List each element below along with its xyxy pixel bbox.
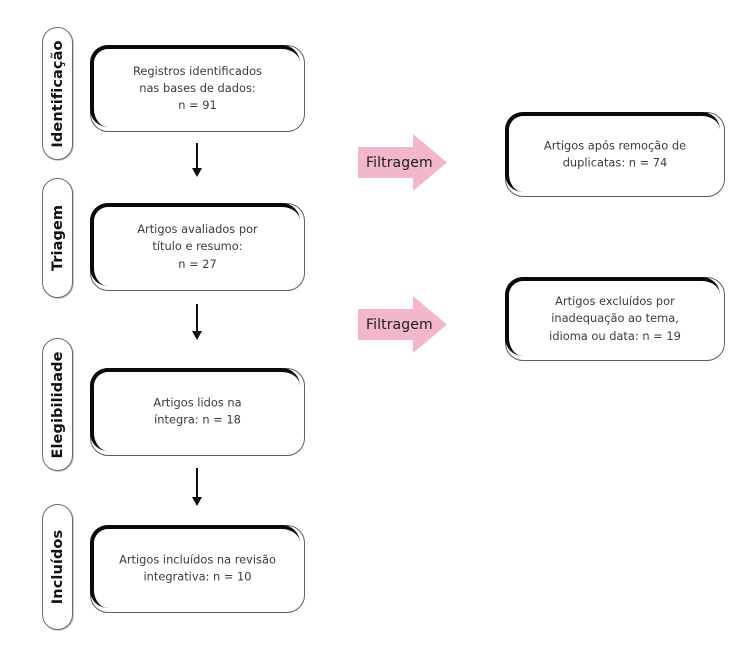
arrow-head-icon <box>191 497 202 506</box>
arrow-head-icon <box>191 168 202 177</box>
connector-arrow-down-2 <box>190 304 204 340</box>
flow-box-text: Registros identificados nas bases de dad… <box>133 63 262 113</box>
flow-box-text: Artigos excluídos por inadequação ao tem… <box>549 294 681 343</box>
stage-label-incluidos: Incluídos <box>49 529 66 605</box>
arrow-shaft <box>196 304 198 331</box>
flow-box-registros-identificados: Registros identificados nas bases de dad… <box>90 45 305 132</box>
flow-box-apos-remocao-duplicatas: Artigos após remoção de duplicatas: n = … <box>505 112 725 197</box>
flow-box-artigos-avaliados: Artigos avaliados por título e resumo: n… <box>90 203 305 291</box>
stage-pill-triagem: Triagem <box>42 178 73 298</box>
right-arrow-icon <box>358 134 447 191</box>
flow-box-text: Artigos avaliados por título e resumo: n… <box>137 222 258 271</box>
flow-box-text: Artigos lidos na íntegra: n = 18 <box>153 395 242 427</box>
stage-label-identificacao: Identificação <box>49 39 66 148</box>
flow-box-artigos-incluidos: Artigos incluídos na revisão integrativa… <box>90 525 305 613</box>
flow-box-text: Artigos após remoção de duplicatas: n = … <box>543 138 687 170</box>
connector-arrow-down-1 <box>190 143 204 177</box>
filter-arrow-filtragem-2: Filtragem <box>358 296 447 353</box>
right-arrow-icon <box>358 296 447 353</box>
filter-arrow-label: Filtragem <box>366 316 433 333</box>
arrow-head-icon <box>191 331 202 340</box>
filter-arrow-filtragem-1: Filtragem <box>358 134 447 191</box>
arrow-shaft <box>196 468 198 497</box>
filter-arrow-label: Filtragem <box>366 154 433 171</box>
flow-box-artigos-excluidos: Artigos excluídos por inadequação ao tem… <box>505 277 725 361</box>
stage-label-triagem: Triagem <box>49 204 66 272</box>
stage-label-elegibilidade: Elegibilidade <box>49 350 66 459</box>
flow-box-artigos-lidos-integra: Artigos lidos na íntegra: n = 18 <box>90 368 305 456</box>
stage-pill-identificacao: Identificação <box>42 27 73 160</box>
stage-pill-elegibilidade: Elegibilidade <box>42 338 73 471</box>
stage-pill-incluidos: Incluídos <box>42 504 73 630</box>
flow-box-text: Artigos incluídos na revisão integrativa… <box>119 552 276 584</box>
arrow-shaft <box>196 143 198 168</box>
connector-arrow-down-3 <box>190 468 204 506</box>
